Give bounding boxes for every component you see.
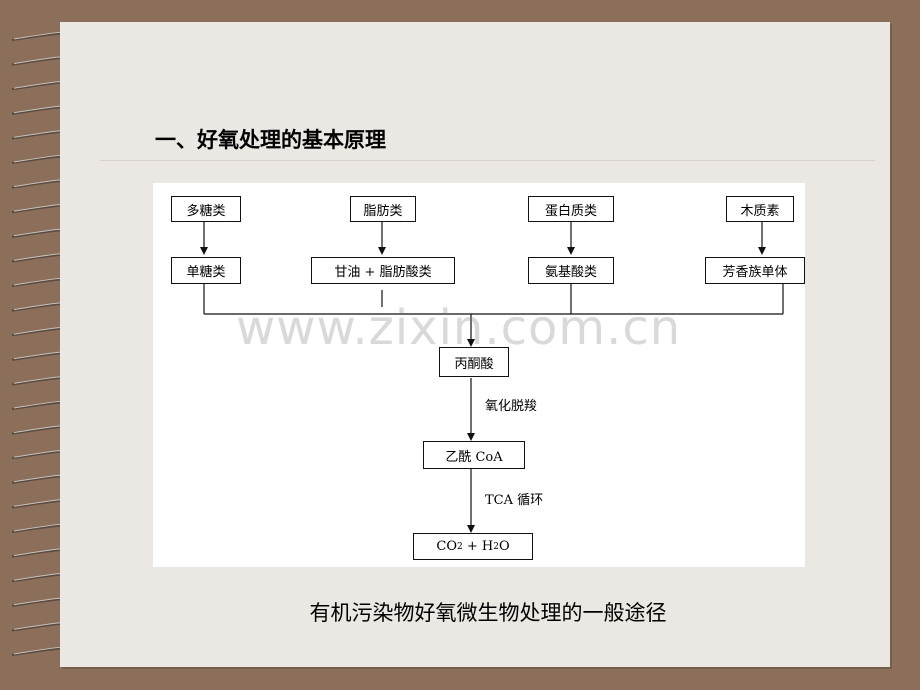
products-sub-1: 2 — [456, 541, 463, 552]
node-proteins: 蛋白质类 — [528, 196, 614, 222]
node-monosaccharides: 单糖类 — [171, 257, 241, 284]
title-divider — [100, 160, 875, 161]
products-co: CO — [436, 539, 457, 554]
diagram-panel: 多糖类 脂肪类 蛋白质类 木质素 单糖类 甘油 + 脂肪酸类 氨基酸类 芳香族单… — [153, 183, 805, 567]
label-tca-cycle: TCA 循环 — [485, 493, 544, 508]
node-lignin: 木质素 — [726, 196, 794, 222]
diagram-edges — [200, 221, 784, 533]
node-pyruvate: 丙酮酸 — [439, 347, 509, 377]
products-sub-2: 2 — [493, 541, 499, 552]
node-aromatic-monomers: 芳香族单体 — [705, 257, 805, 284]
slide-title: 一、好氧处理的基本原理 — [155, 128, 386, 152]
products-plus-h: + H — [462, 539, 494, 554]
node-amino-acids: 氨基酸类 — [528, 257, 614, 284]
label-oxidative-decarboxylation: 氧化脱羧 — [485, 399, 538, 414]
products-o: O — [498, 539, 510, 554]
node-fats: 脂肪类 — [350, 196, 416, 222]
node-polysaccharides: 多糖类 — [171, 196, 241, 222]
node-glycerol-fatty-acids: 甘油 + 脂肪酸类 — [311, 257, 455, 284]
figure-caption: 有机污染物好氧微生物处理的一般途径 — [309, 601, 667, 625]
node-acetyl-coa: 乙酰 CoA — [423, 441, 525, 469]
watermark: www.zixin.com.cn — [236, 300, 682, 356]
